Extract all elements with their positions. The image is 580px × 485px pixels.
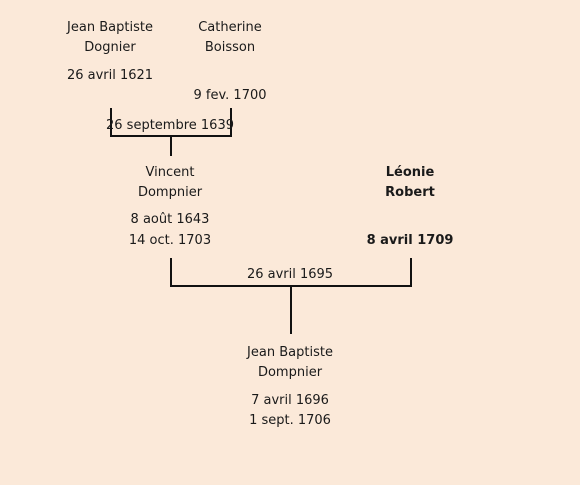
person-name-last: Dompnier [257,365,323,380]
person-death-date: 9 fev. 1700 [193,88,267,103]
connector-line [230,108,232,136]
person-name-last: Dompnier [137,185,203,200]
person-name-first: Léonie [385,165,435,180]
person-name-first: Jean Baptiste [67,20,153,35]
person-birth-date: 7 avril 1696 [251,393,329,408]
person-death-date: 14 oct. 1703 [128,233,212,248]
person-name-last: Robert [385,185,435,200]
person-date: 8 avril 1709 [366,233,454,248]
person-birth-date: 26 avril 1621 [66,68,154,83]
marriage-date: 26 avril 1695 [246,267,334,282]
connector-line [290,286,292,334]
person-name-last: Boisson [204,40,256,55]
connector-line [170,136,172,156]
person-death-date: 1 sept. 1706 [249,413,331,428]
person-name-last: Dognier [84,40,136,55]
person-name-first: Vincent [145,165,195,180]
connector-line [410,258,412,287]
connector-line [170,258,172,287]
person-name-first: Catherine [198,20,262,35]
marriage-date: 26 septembre 1639 [106,118,234,133]
connector-line [110,108,112,136]
person-birth-date: 8 août 1643 [130,212,210,227]
person-name-first: Jean Baptiste [247,345,333,360]
